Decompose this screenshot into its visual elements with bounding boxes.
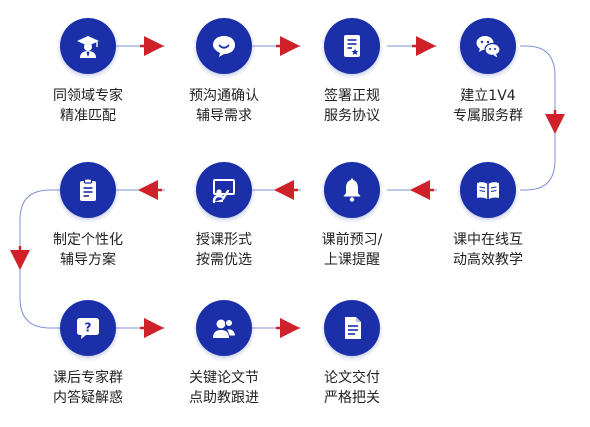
open-book-icon (477, 182, 499, 199)
step-label-line2: 辅导需求 (196, 108, 252, 124)
step-label: 建立1V4 专属服务群 (428, 86, 548, 126)
step-node-teaching-format (196, 162, 252, 218)
step-node-online-teaching (460, 162, 516, 218)
step-label-line1: 预沟通确认 (189, 88, 259, 104)
step-label-line2: 点助教跟进 (189, 390, 259, 406)
step-node-class-reminder (324, 162, 380, 218)
step-node-service-group (460, 18, 516, 74)
step-label: 授课形式 按需优选 (164, 230, 284, 270)
chat-bubble-icon (213, 36, 235, 57)
step-label: 签署正规 服务协议 (292, 86, 412, 126)
wechat-icon (476, 36, 501, 58)
teaching-board-icon (212, 179, 235, 204)
step-label-line2: 上课提醒 (324, 252, 380, 268)
document-icon (345, 317, 361, 339)
step-label-line1: 关键论文节 (189, 370, 259, 386)
step-label-line2: 严格把关 (324, 390, 380, 406)
step-label-line1: 同领域专家 (53, 88, 123, 104)
step-label: 同领域专家 精准匹配 (28, 86, 148, 126)
step-label: 论文交付 严格把关 (292, 368, 412, 408)
step-label-line1: 论文交付 (324, 370, 380, 386)
step-label-line1: 课后专家群 (53, 370, 123, 386)
step-label-line2: 按需优选 (196, 252, 252, 268)
step-label: 课中在线互 动高效教学 (428, 230, 548, 270)
question-bubble-icon: ? (77, 318, 99, 339)
step-node-sign-agreement (324, 18, 380, 74)
step-label: 预沟通确认 辅导需求 (164, 86, 284, 126)
step-label-line2: 专属服务群 (453, 108, 523, 124)
step-label: 关键论文节 点助教跟进 (164, 368, 284, 408)
clipboard-icon (80, 178, 96, 201)
step-label-line1: 课中在线互 (453, 232, 523, 248)
users-icon (213, 319, 237, 338)
step-node-thesis-delivery (324, 300, 380, 356)
step-label-line1: 建立1V4 (460, 88, 516, 104)
step-label-line1: 课前预习/ (321, 232, 383, 248)
step-label-line1: 制定个性化 (53, 232, 123, 248)
step-label-line1: 签署正规 (324, 88, 380, 104)
step-node-assistant-followup (196, 300, 252, 356)
step-label-line2: 辅导方案 (60, 252, 116, 268)
step-label-line2: 精准匹配 (60, 108, 116, 124)
step-node-after-class-qa: ? (60, 300, 116, 356)
contract-icon (344, 35, 360, 57)
step-node-personal-plan (60, 162, 116, 218)
svg-text:?: ? (85, 321, 92, 335)
step-node-expert-match (60, 18, 116, 74)
step-label-line2: 服务协议 (324, 108, 380, 124)
step-label-line2: 内答疑解惑 (53, 390, 123, 406)
step-label: 课后专家群 内答疑解惑 (28, 368, 148, 408)
bell-icon (343, 178, 361, 202)
step-label: 制定个性化 辅导方案 (28, 230, 148, 270)
step-label: 课前预习/ 上课提醒 (292, 230, 412, 270)
graduate-icon (77, 36, 99, 58)
step-label-line2: 动高效教学 (453, 252, 523, 268)
step-label-line1: 授课形式 (196, 232, 252, 248)
step-node-pre-communicate (196, 18, 252, 74)
